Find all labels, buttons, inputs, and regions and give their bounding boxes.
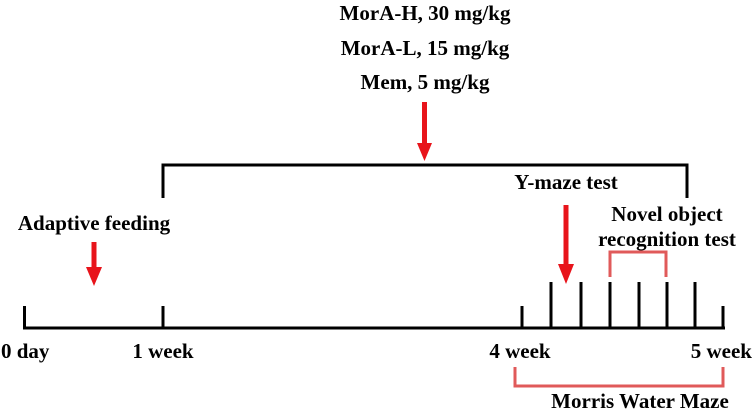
- adaptive-feeding-label: Adaptive feeding: [18, 211, 171, 235]
- novel-object-label-line1: Novel object: [611, 202, 722, 226]
- dose-label-mem: Mem, 5 mg/kg: [361, 70, 490, 94]
- timeline-ticks: [23, 282, 725, 329]
- morris-water-maze-bracket: [513, 367, 725, 388]
- y-maze-arrow: [558, 205, 574, 284]
- tick-label-4-week: 4 week: [489, 339, 551, 363]
- novel-object-bracket: [608, 250, 668, 277]
- treatment-bracket: [161, 163, 689, 198]
- tick-label-1-week: 1 week: [132, 339, 194, 363]
- morris-water-maze-label: Morris Water Maze: [551, 389, 729, 413]
- adaptive-feeding-arrow: [86, 242, 102, 286]
- y-maze-label: Y-maze test: [514, 170, 618, 194]
- dose-label-mora-h: MorA-H, 30 mg/kg: [340, 1, 511, 25]
- novel-object-label-line2: recognition test: [598, 227, 736, 251]
- treatment-arrow: [417, 102, 432, 161]
- tick-label-5-week: 5 week: [691, 339, 753, 363]
- tick-label-0-day: 0 day: [1, 339, 50, 363]
- dose-label-mora-l: MorA-L, 15 mg/kg: [341, 36, 510, 60]
